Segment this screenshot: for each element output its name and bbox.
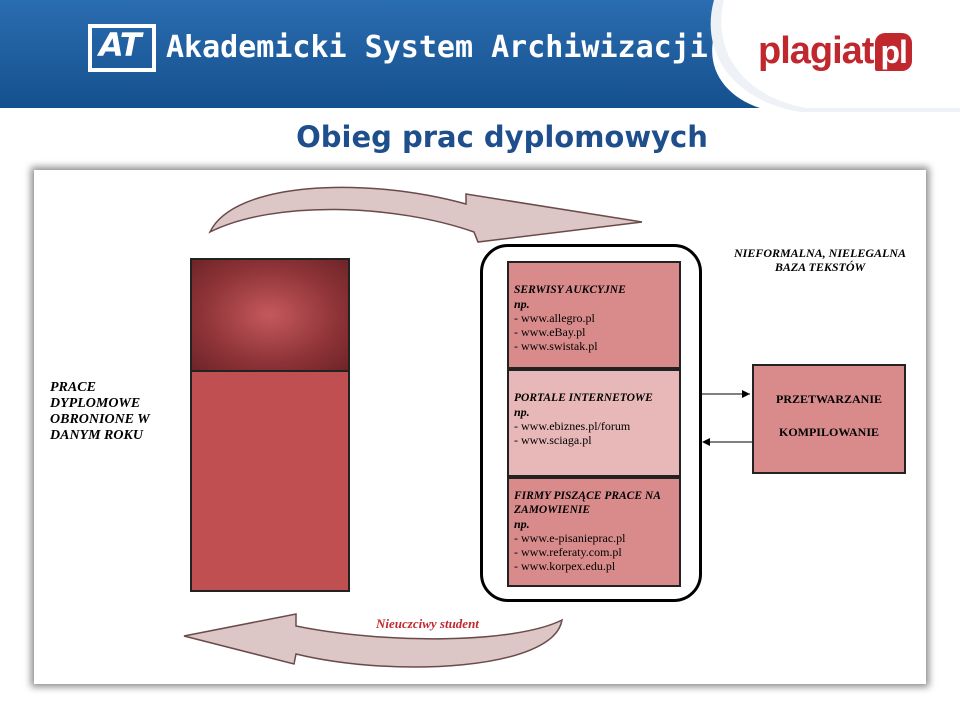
card-title: SERWISY AUKCYJNE [514,284,626,296]
arrow-to-process-head [742,390,750,398]
card-item: - www.allegro.pl [514,311,595,325]
dishonest-student-label: Nieuczciwy student [376,616,479,631]
header-band: AT Akademicki System Archiwizacji Prac p… [0,0,960,112]
card-internet-portals: PORTALE INTERNETOWE np. - www.ebiznes.pl… [507,369,681,477]
sources-container: SERWISY AUKCYJNE np. - www.allegro.pl - … [480,244,702,602]
card-writing-companies: FIRMY PISZĄCE PRACE NA ZAMOWIENIE np. - … [507,477,681,587]
theses-stack-bottom [190,370,350,592]
header-background [0,0,960,112]
processing-label: PRZETWARZANIE [775,392,883,406]
arrow-from-process-head [702,438,710,446]
card-item: - www.sciaga.pl [514,433,592,447]
page-title: Obieg prac dyplomowych [296,120,708,154]
brand-suffix: pl [875,33,912,71]
card-item: - www.ebiznes.pl/forum [514,419,631,433]
card-item: - www.referaty.com.pl [514,545,622,559]
informal-database-label: NIEFORMALNA, NIELEGALNA BAZA TEKSTÓW [733,246,907,274]
theses-label: PRACE DYPLOMOWE OBRONIONE W DANYM ROKU [50,380,150,443]
card-item: - www.swistak.pl [514,339,598,353]
card-title: PORTALE INTERNETOWE [514,392,653,404]
flow-arrows [183,186,752,668]
theses-stack-top [190,258,350,372]
compiling-label: KOMPILOWANIE [778,425,879,439]
processing-box: PRZETWARZANIE KOMPILOWANIE [752,364,906,474]
card-title: FIRMY PISZĄCE PRACE NA ZAMOWIENIE [514,490,661,516]
app-title: Akademicki System Archiwizacji Prac [166,30,799,65]
card-item: - www.eBay.pl [514,325,586,339]
top-curved-arrow [208,186,643,243]
bottom-curved-arrow [183,613,563,668]
card-item: - www.korpex.edu.pl [514,559,616,573]
logo-frame [88,24,156,72]
card-item: - www.e-pisanieprac.pl [514,531,626,545]
card-np: np. [514,405,530,419]
diagram-panel: PRACE DYPLOMOWE OBRONIONE W DANYM ROKU S… [34,170,926,684]
card-np: np. [514,517,530,531]
card-auction-services: SERWISY AUKCYJNE np. - www.allegro.pl - … [507,261,681,369]
brand-name: plagiat [758,30,874,72]
logo-mark: AT [99,26,142,64]
card-np: np. [514,297,530,311]
